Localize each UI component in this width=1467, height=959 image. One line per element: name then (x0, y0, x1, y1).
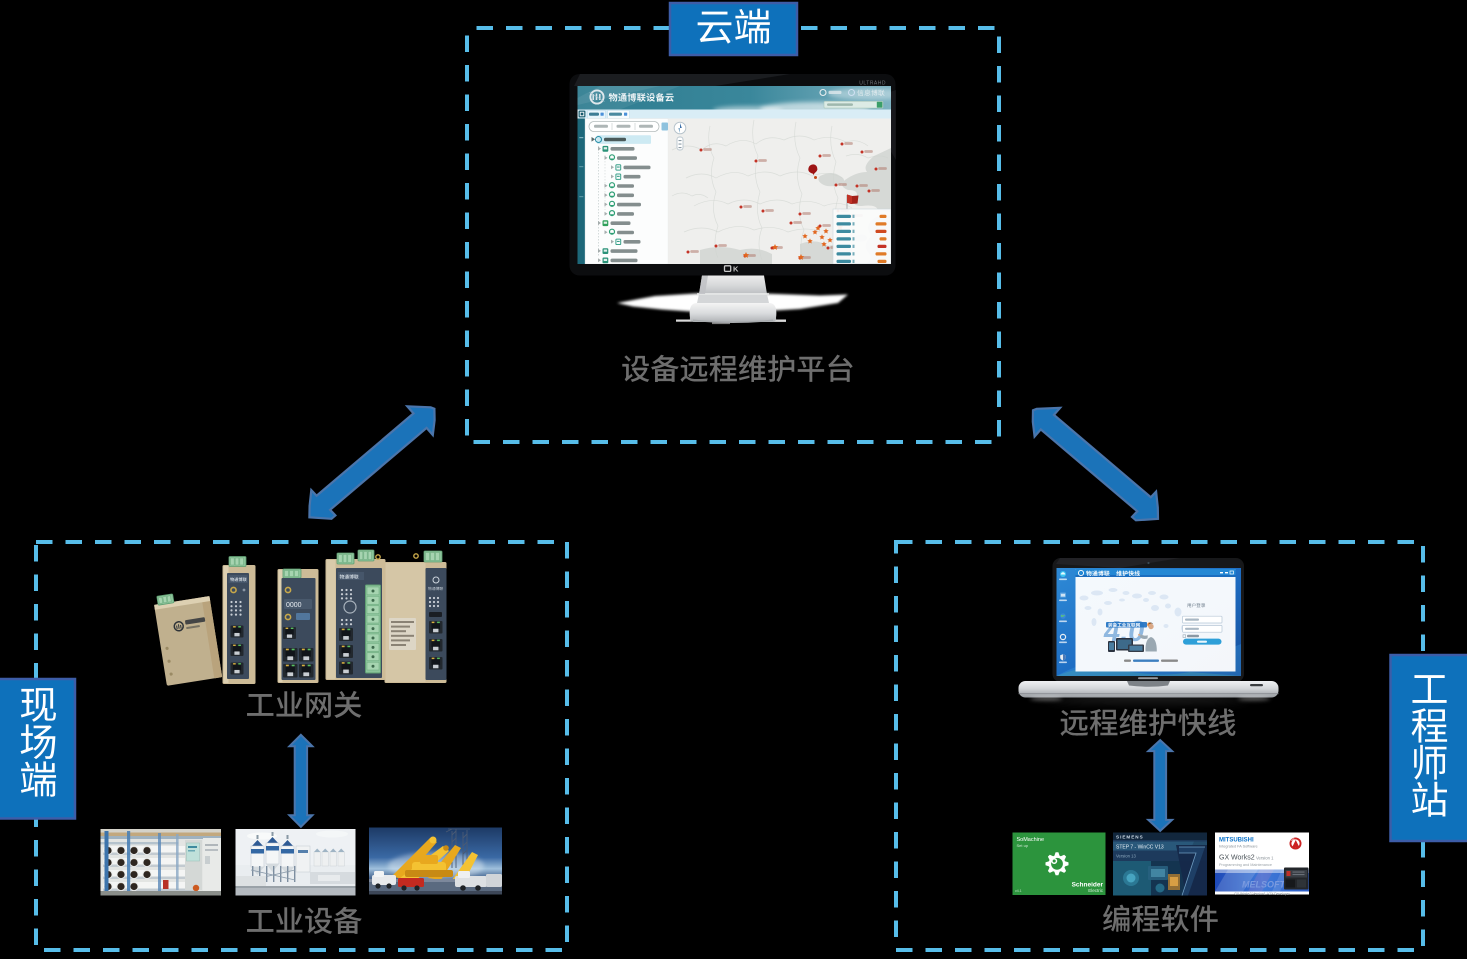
svg-text:ULTRAHD: ULTRAHD (859, 81, 886, 87)
svg-text:GX Works2: GX Works2 (1219, 855, 1255, 862)
svg-text:SoMachine: SoMachine (1017, 837, 1045, 843)
svg-text:Programming and Maintenance: Programming and Maintenance (1219, 863, 1272, 867)
svg-text:SIEMENS: SIEMENS (1116, 834, 1144, 839)
svg-text:Version 13: Version 13 (1116, 854, 1136, 859)
svg-text:GX Works2 Version1 / GX Develo: GX Works2 Version1 / GX Developer (1234, 892, 1290, 896)
svg-text:Version 1: Version 1 (1256, 856, 1274, 861)
svg-text:0000: 0000 (286, 602, 302, 609)
svg-text:Integrated FA Software: Integrated FA Software (1219, 845, 1258, 849)
svg-text:Electric: Electric (1088, 888, 1104, 893)
svg-text:Schneider: Schneider (1072, 882, 1104, 889)
svg-text:v4.1: v4.1 (1015, 889, 1022, 893)
svg-text:STEP 7 - WinCC V13: STEP 7 - WinCC V13 (1116, 844, 1164, 850)
svg-text:K: K (733, 264, 739, 273)
svg-text:MELSOFT: MELSOFT (1242, 880, 1286, 890)
svg-text:MITSUBISHI: MITSUBISHI (1219, 838, 1254, 844)
svg-text:Set up: Set up (1017, 843, 1029, 848)
